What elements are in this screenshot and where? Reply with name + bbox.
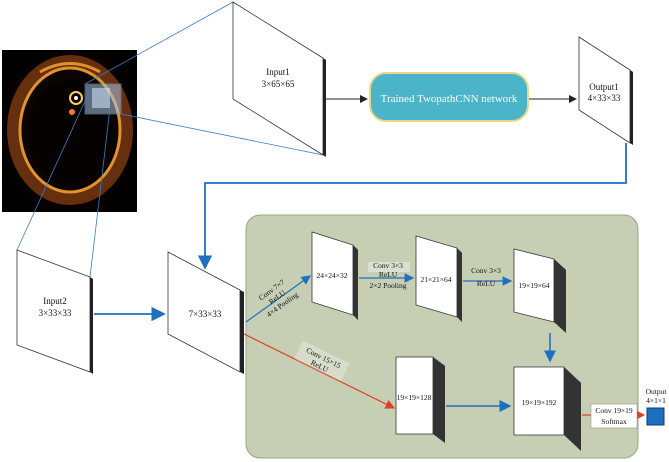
feature-733-size: 7×33×33 [189, 309, 222, 319]
output1-name: Output1 [589, 82, 619, 92]
feature-733-slab: 7×33×33 [167, 251, 244, 374]
block-19c-size: 19×19×192 [522, 398, 557, 407]
final-output-size: 4×1×1 [646, 396, 666, 405]
output1-slab: Output1 4×33×33 [578, 36, 633, 145]
block-19a-size: 19×19×64 [519, 281, 550, 290]
block-21-size: 21×21×64 [421, 275, 452, 284]
network-label: Trained TwopathCNN network [381, 93, 518, 105]
block-24-slab: 24×24×32 [311, 231, 358, 320]
final-output-square [646, 407, 665, 426]
op-conv19-line1: Conv 19×19 [595, 406, 633, 415]
output1-size: 4×33×33 [588, 93, 621, 103]
final-output: Output 4×1×1 [646, 387, 668, 426]
input2-slab: Input2 3×33×33 [16, 249, 93, 374]
op-conv3a-line1: Conv 3×3 [373, 261, 403, 270]
block-19a-slab: 19×19×64 [513, 248, 566, 333]
op-conv19-label: Conv 19×19 Softmax [590, 403, 638, 429]
op-conv3a-line2: ReLU [379, 270, 398, 279]
arrow-conv7 [245, 275, 311, 323]
input2-name: Input2 [43, 296, 67, 306]
input1-name: Input1 [266, 67, 290, 77]
arrow-conv15 [243, 333, 396, 409]
block-19b-size: 19×19×128 [397, 393, 432, 402]
arrow-output1-feature [197, 143, 627, 270]
op-conv15-label: Conv 15×15 ReLU [294, 340, 350, 382]
input1-slab: Input1 3×65×65 [232, 1, 326, 157]
op-conv19-line2: Softmax [601, 417, 627, 426]
block-19c-slab: 19×19×192 [513, 366, 581, 451]
projection-lines [16, 1, 324, 278]
network-node: Trained TwopathCNN network [369, 72, 529, 122]
input2-size: 3×33×33 [39, 308, 72, 318]
op-conv3b-label: Conv 3×3 ReLU [471, 266, 501, 288]
op-conv3b-line2: ReLU [477, 279, 496, 288]
block-24-size: 24×24×32 [317, 271, 348, 280]
block-21-slab: 21×21×64 [415, 235, 462, 322]
oct-image [2, 50, 137, 212]
final-output-name: Output [646, 387, 668, 396]
input1-size: 3×65×65 [262, 79, 295, 89]
op-conv3a-line3: 2×2 Pooling [370, 281, 407, 290]
op-conv3b-line1: Conv 3×3 [471, 266, 501, 275]
op-conv3a-label: Conv 3×3 ReLU 2×2 Pooling [368, 261, 410, 290]
block-19b-slab: 19×19×128 [395, 356, 445, 443]
